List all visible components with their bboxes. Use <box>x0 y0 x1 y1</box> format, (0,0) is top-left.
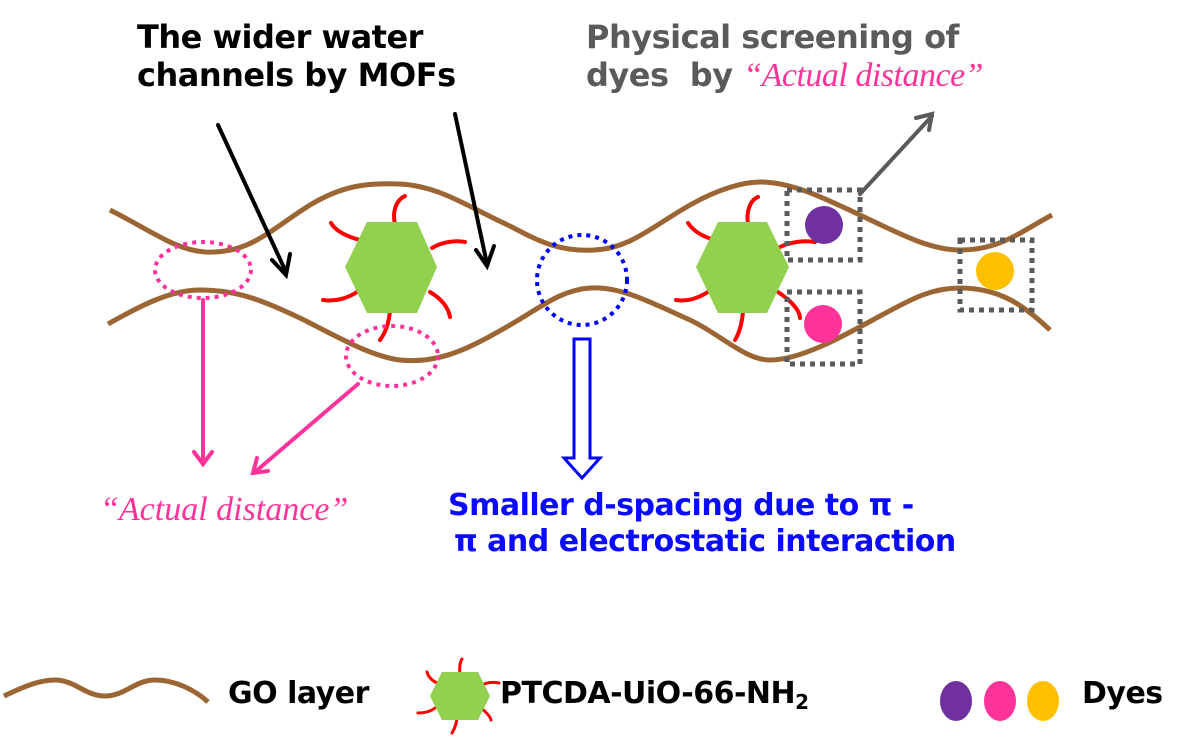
wider-channels-line-2: channels by MOFs <box>137 56 456 95</box>
wider-channels-line-1: The wider water <box>137 18 423 56</box>
d-spacing-circle <box>535 233 629 327</box>
arrow-d-spacing <box>560 337 604 481</box>
legend-dye-purple <box>940 681 972 721</box>
arrow-wider-channel-right <box>453 112 496 271</box>
arrow-actual-distance-2 <box>250 382 360 476</box>
physical-screening-label: Physical screening of dyes by “Actual di… <box>586 18 984 97</box>
dye-yellow <box>976 252 1014 290</box>
legend-mof-label: PTCDA-UiO-66-NH2 <box>500 676 809 714</box>
mof-particle-1 <box>321 194 467 342</box>
arrow-physical-screening <box>858 111 935 196</box>
mof-particle-2 <box>674 195 817 342</box>
dye-purple <box>805 206 843 244</box>
dye-pink <box>804 305 842 343</box>
d-spacing-line-1: Smaller d-spacing due to π - <box>448 488 914 523</box>
arrow-wider-channel-left <box>216 123 292 280</box>
legend-go-layer-icon <box>2 677 210 704</box>
legend-go-layer-label: GO layer <box>228 676 369 711</box>
physical-screening-actual-distance: “Actual distance” <box>743 57 984 95</box>
legend-dye-yellow <box>1027 681 1059 721</box>
legend-dye-pink <box>984 681 1016 721</box>
legend-mof-subscript: 2 <box>795 690 809 714</box>
physical-screening-line-1: Physical screening of <box>586 18 959 56</box>
physical-screening-prefix: dyes by <box>586 56 744 95</box>
screening-box-pink <box>784 289 863 367</box>
legend-dyes-label: Dyes <box>1082 676 1163 711</box>
physical-screening-line-2: dyes by “Actual distance” <box>586 56 984 97</box>
actual-distance-ellipse-1 <box>153 240 253 300</box>
arrow-actual-distance-1 <box>192 298 214 468</box>
wider-channels-label: The wider water channels by MOFs <box>137 18 456 95</box>
go-layer-bottom <box>106 285 1052 364</box>
d-spacing-line-2: π and electrostatic interaction <box>454 524 956 559</box>
d-spacing-label: Smaller d-spacing due to π - π and elect… <box>448 488 956 560</box>
actual-distance-ellipse-2 <box>344 324 440 388</box>
actual-distance-label: “Actual distance” <box>100 491 349 528</box>
screening-box-purple <box>784 187 863 263</box>
legend-mof-name: PTCDA-UiO-66-NH <box>500 676 796 711</box>
legend-mof-icon <box>416 657 501 735</box>
